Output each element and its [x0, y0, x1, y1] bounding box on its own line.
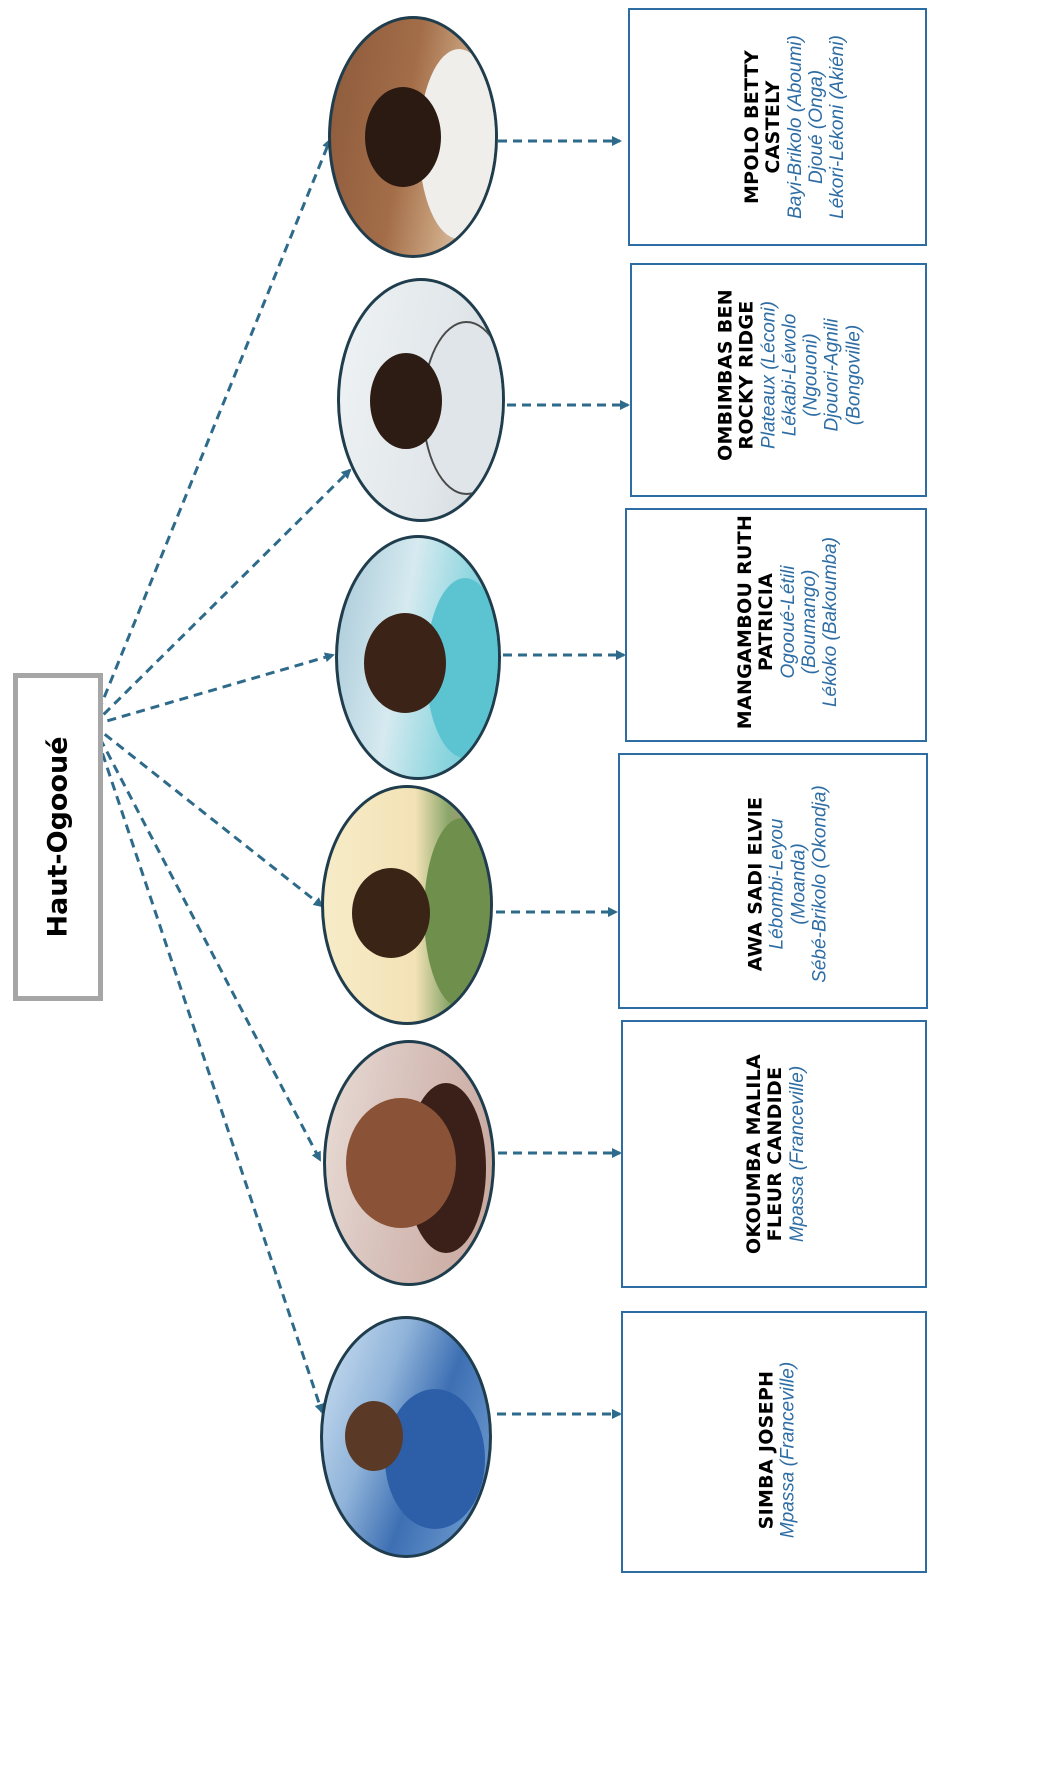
member-location: Lékori-Lékoni (Akiéni)	[826, 35, 848, 219]
member-location: Plateaux (Léconi)	[758, 301, 780, 449]
member-location: Lékoko (Bakoumba)	[819, 536, 841, 708]
member-name: SIMBA JOSEPH	[755, 1370, 778, 1530]
connector-root-to-awa	[92, 723, 324, 908]
member-photo-okoumba	[323, 1040, 495, 1286]
member-location: Mpassa (Franceville)	[778, 1361, 799, 1539]
member-location: Sébé-Brikolo (Okondja)	[809, 785, 831, 983]
member-name: OKOUMBA MALILA	[743, 1053, 766, 1255]
member-box-mpolo	[628, 8, 927, 246]
member-name: MPOLO BETTY	[740, 49, 763, 205]
member-box-simba	[621, 1311, 927, 1573]
member-name: AWA SADI ELVIE	[744, 796, 767, 972]
root-box	[13, 673, 103, 1001]
member-name: FLEUR CANDIDE	[764, 1066, 787, 1242]
member-location: (Moanda)	[788, 843, 809, 925]
member-photo-ombimbas	[337, 278, 505, 522]
member-text-awa: AWA SADI ELVIE Lébombi-Leyou (Moanda) Sé…	[744, 785, 831, 983]
member-location: (Boumango)	[798, 569, 820, 675]
member-location: Djouori-Agnili	[821, 318, 843, 432]
member-name: MANGAMBOU RUTH	[733, 514, 756, 730]
connector-root-to-mangambou	[92, 652, 335, 727]
member-location: (Ngouoni)	[800, 333, 822, 417]
member-box-ombimbas	[630, 263, 927, 497]
connector-root-to-simba	[91, 724, 325, 1414]
member-text-ombimbas: OMBIMBAS BEN ROCKY RIDGE Plateaux (Lécon…	[714, 289, 865, 461]
member-text-mangambou: MANGAMBOU RUTH PATRICIA Ogooué-Létili (B…	[733, 514, 841, 730]
member-location: Djoué (Onga)	[805, 69, 827, 185]
member-photo-mangambou	[335, 535, 501, 780]
member-location: Ogooué-Létili	[777, 565, 799, 679]
connector-root-to-mpolo	[91, 138, 332, 726]
member-box-awa	[618, 753, 928, 1009]
member-photo-awa	[321, 785, 493, 1025]
member-location: Lébombi-Leyou	[766, 818, 788, 950]
member-name: PATRICIA	[755, 572, 778, 672]
member-text-okoumba: OKOUMBA MALILA FLEUR CANDIDE Mpassa (Fra…	[743, 1053, 808, 1255]
member-location: (Bongoville)	[843, 324, 865, 426]
member-name: CASTELY	[762, 80, 785, 174]
member-location: Mpassa (Franceville)	[786, 1065, 808, 1243]
member-name: ROCKY RIDGE	[735, 300, 758, 450]
member-box-okoumba	[621, 1020, 927, 1288]
root-label: Haut-Ogooué	[42, 736, 74, 938]
member-text-mpolo: MPOLO BETTY CASTELY Bayi-Brikolo (Aboumi…	[740, 35, 848, 219]
connector-root-to-ombimbas	[91, 468, 352, 727]
member-photo-simba	[320, 1316, 492, 1558]
member-location: Bayi-Brikolo (Aboumi)	[784, 35, 806, 219]
member-box-mangambou	[625, 508, 927, 742]
member-text-simba: SIMBA JOSEPH Mpassa (Franceville)	[755, 1361, 800, 1539]
member-name: OMBIMBAS BEN	[714, 289, 737, 461]
member-photo-mpolo	[328, 16, 498, 258]
connector-root-to-okoumba	[91, 724, 322, 1162]
member-location: Lékabi-Léwolo	[779, 313, 801, 437]
